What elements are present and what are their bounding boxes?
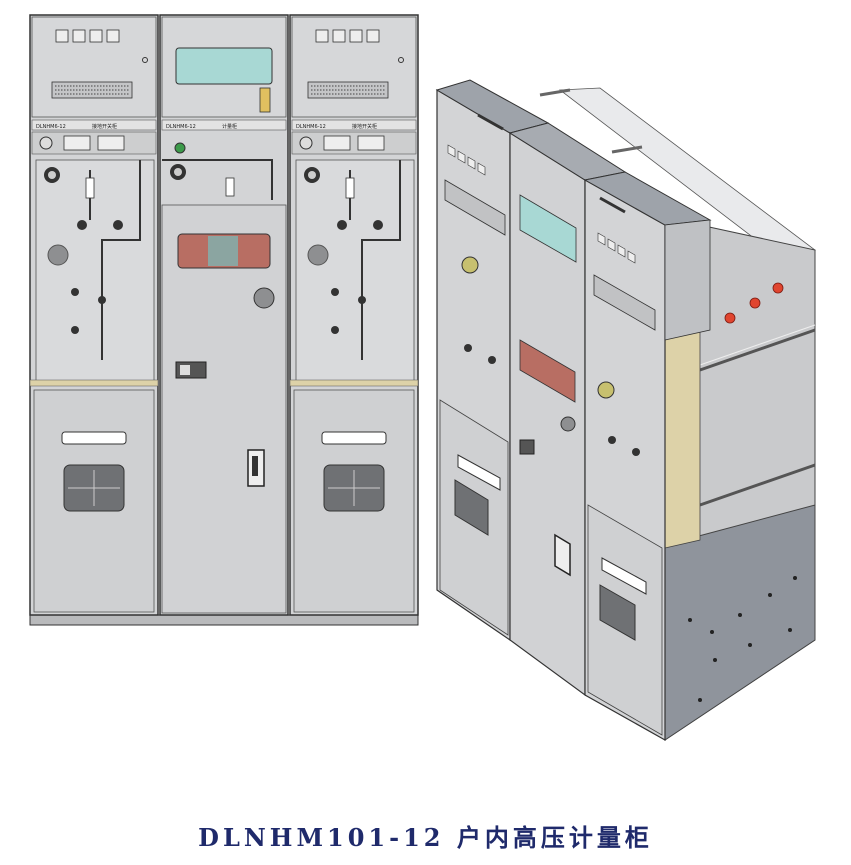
front-view: DLNHM6-12 接地开关柜	[29, 14, 419, 626]
pressure-relief-valves	[724, 282, 784, 324]
nameplate-left-cabinet-a: DLNHM6-12	[36, 124, 66, 130]
switchgear-illustration: DLNHM6-12 接地开关柜	[29, 14, 816, 742]
nameplate-right-cabinet-b: 接地开关柜	[352, 123, 377, 130]
product-caption: DLNHM101-12 户内高压计量柜	[198, 823, 653, 852]
nameplate-middle-cabinet-b: 计量柜	[222, 123, 237, 130]
nameplate-right-cabinet-a: DLNHM6-12	[296, 124, 326, 130]
middle-cabinet: DLNHM6-12 计量柜	[159, 14, 289, 616]
indicator-lamps	[55, 29, 120, 43]
nameplate-middle-cabinet-a: DLNHM6-12	[166, 124, 196, 130]
isometric-view	[435, 79, 816, 742]
nameplate-left-cabinet-b: 接地开关柜	[92, 123, 117, 130]
right-cabinet: DLNHM6-12 接地开关柜	[289, 14, 419, 616]
left-cabinet: DLNHM6-12 接地开关柜	[29, 14, 159, 616]
